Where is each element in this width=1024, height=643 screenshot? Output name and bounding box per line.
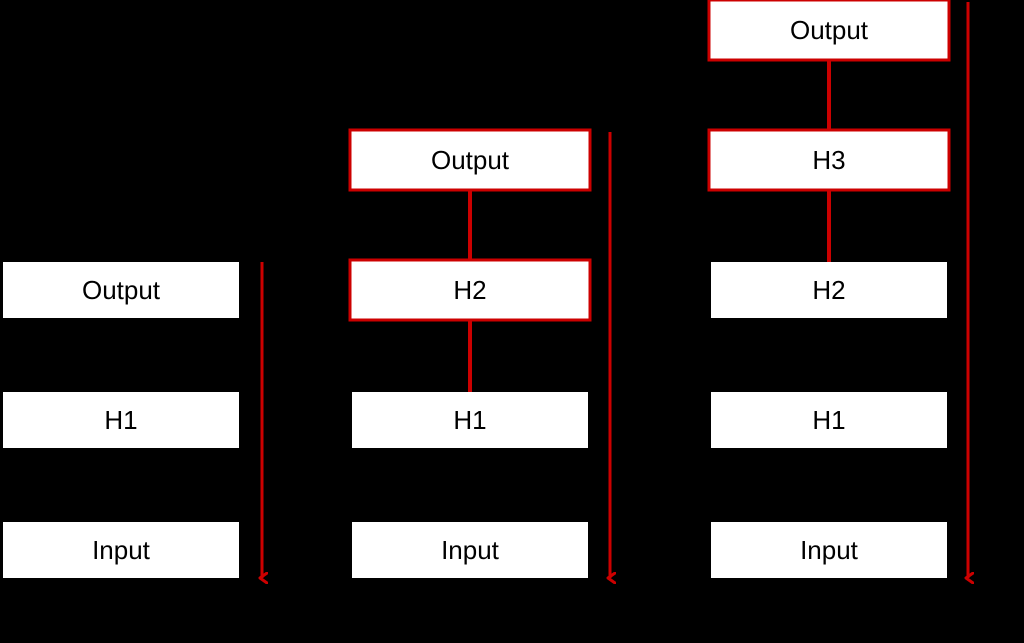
layer-box <box>3 262 239 318</box>
layer-label: H1 <box>104 405 137 435</box>
layer-box <box>711 522 947 578</box>
stage-1-h1-layer: H1 <box>3 392 239 448</box>
stage-1-input-layer: Input <box>3 522 239 578</box>
layer-box <box>711 392 947 448</box>
layer-label: Input <box>800 535 859 565</box>
layer-label: Input <box>92 535 151 565</box>
layer-label: Input <box>441 535 500 565</box>
layer-label: H1 <box>453 405 486 435</box>
layer-box <box>3 522 239 578</box>
layer-box <box>707 0 951 62</box>
stage-3-h2-layer: H2 <box>711 262 947 318</box>
layer-label: H2 <box>812 275 845 305</box>
layer-label: Output <box>790 15 869 45</box>
layer-box <box>348 128 592 192</box>
layer-box <box>3 392 239 448</box>
stage-2-input-layer: Input <box>352 522 588 578</box>
layer-label: Output <box>82 275 161 305</box>
stage-3-h3-layer: H3 <box>707 128 951 192</box>
layer-box <box>348 258 592 322</box>
stage-2-output-layer: Output <box>348 128 592 192</box>
layer-box <box>707 128 951 192</box>
stage-1-output-layer: Output <box>3 262 239 318</box>
stage-3-output-layer: Output <box>707 0 951 62</box>
stage-2-h1-layer: H1 <box>352 392 588 448</box>
stage-3-h1-layer: H1 <box>711 392 947 448</box>
layer-label: H2 <box>453 275 486 305</box>
stage-3-input-layer: Input <box>711 522 947 578</box>
layer-box <box>711 262 947 318</box>
layer-label: H1 <box>812 405 845 435</box>
layer-label: Output <box>431 145 510 175</box>
stage-2-h2-layer: H2 <box>348 258 592 322</box>
layer-box <box>352 522 588 578</box>
layer-box <box>352 392 588 448</box>
layer-label: H3 <box>812 145 845 175</box>
